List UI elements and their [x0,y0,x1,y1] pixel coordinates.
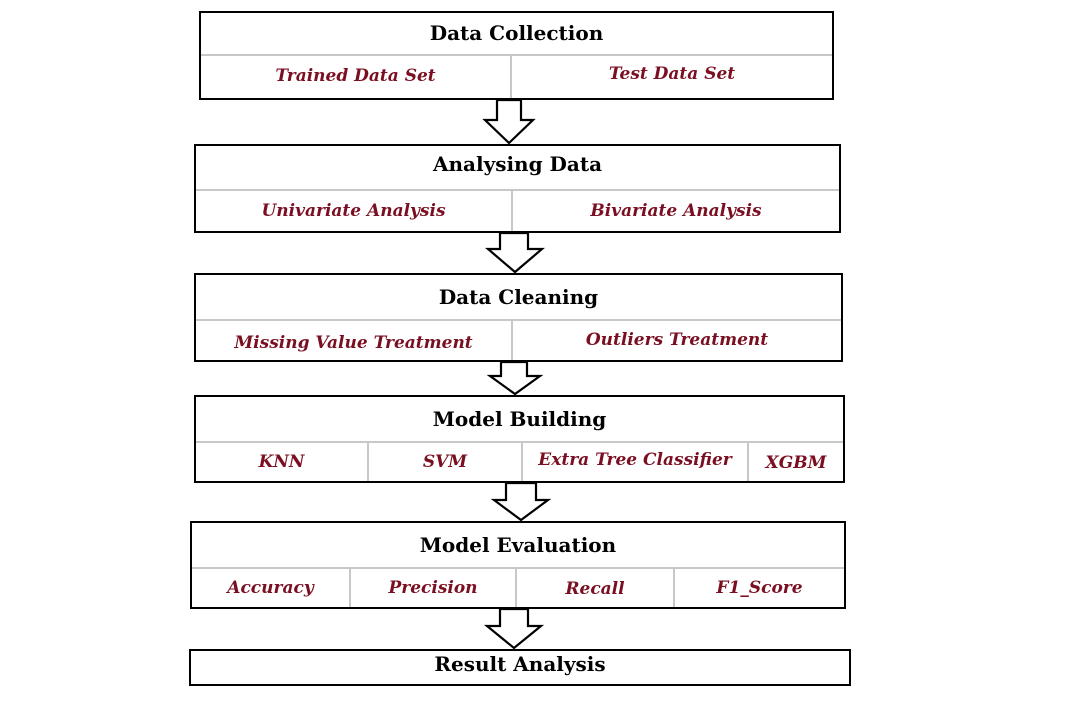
stage-box-data-collection: Data Collection Trained Data Set Test Da… [199,11,834,100]
row-divider [192,567,844,569]
item-label: Bivariate Analysis [590,201,762,221]
down-arrow-icon [482,98,536,145]
stage-title: Analysing Data [432,152,603,176]
stage-box-result-analysis: Result Analysis [189,649,851,686]
stage-box-model-building: Model Building KNN SVM Extra Tree Classi… [194,395,845,483]
row-divider [196,189,839,191]
item-label: Extra Tree Classifier [538,450,732,470]
column-divider [511,191,513,231]
stage-title: Data Collection [429,21,604,45]
stage-title: Data Cleaning [438,285,599,309]
down-arrow-icon [485,231,545,274]
item-label: Missing Value Treatment [234,333,473,353]
stage-box-data-cleaning: Data Cleaning Missing Value Treatment Ou… [194,273,843,362]
column-divider [510,56,512,98]
column-divider [673,569,675,607]
item-label: Precision [388,578,478,598]
item-label: Trained Data Set [275,66,436,86]
item-label: Recall [565,579,625,599]
row-divider [201,54,832,56]
item-label: SVM [422,452,468,472]
stage-title: Model Building [432,407,607,431]
column-divider [515,569,517,607]
row-divider [196,441,843,443]
item-label: F1_Score [716,578,803,598]
row-divider [196,319,841,321]
stage-box-model-evaluation: Model Evaluation Accuracy Precision Reca… [190,521,846,609]
stage-box-analysing-data: Analysing Data Univariate Analysis Bivar… [194,144,841,233]
column-divider [367,443,369,481]
item-label: Univariate Analysis [261,201,446,221]
item-label: Outliers Treatment [585,330,769,350]
stage-title: Model Evaluation [419,533,617,557]
item-label: XGBM [765,453,827,473]
down-arrow-icon [486,360,544,396]
column-divider [349,569,351,607]
column-divider [521,443,523,481]
column-divider [747,443,749,481]
down-arrow-icon [490,481,552,522]
column-divider [511,321,513,360]
stage-title: Result Analysis [434,652,606,676]
item-label: Test Data Set [608,64,736,84]
item-label: Accuracy [227,578,314,598]
item-label: KNN [258,452,305,472]
down-arrow-icon [483,607,545,650]
